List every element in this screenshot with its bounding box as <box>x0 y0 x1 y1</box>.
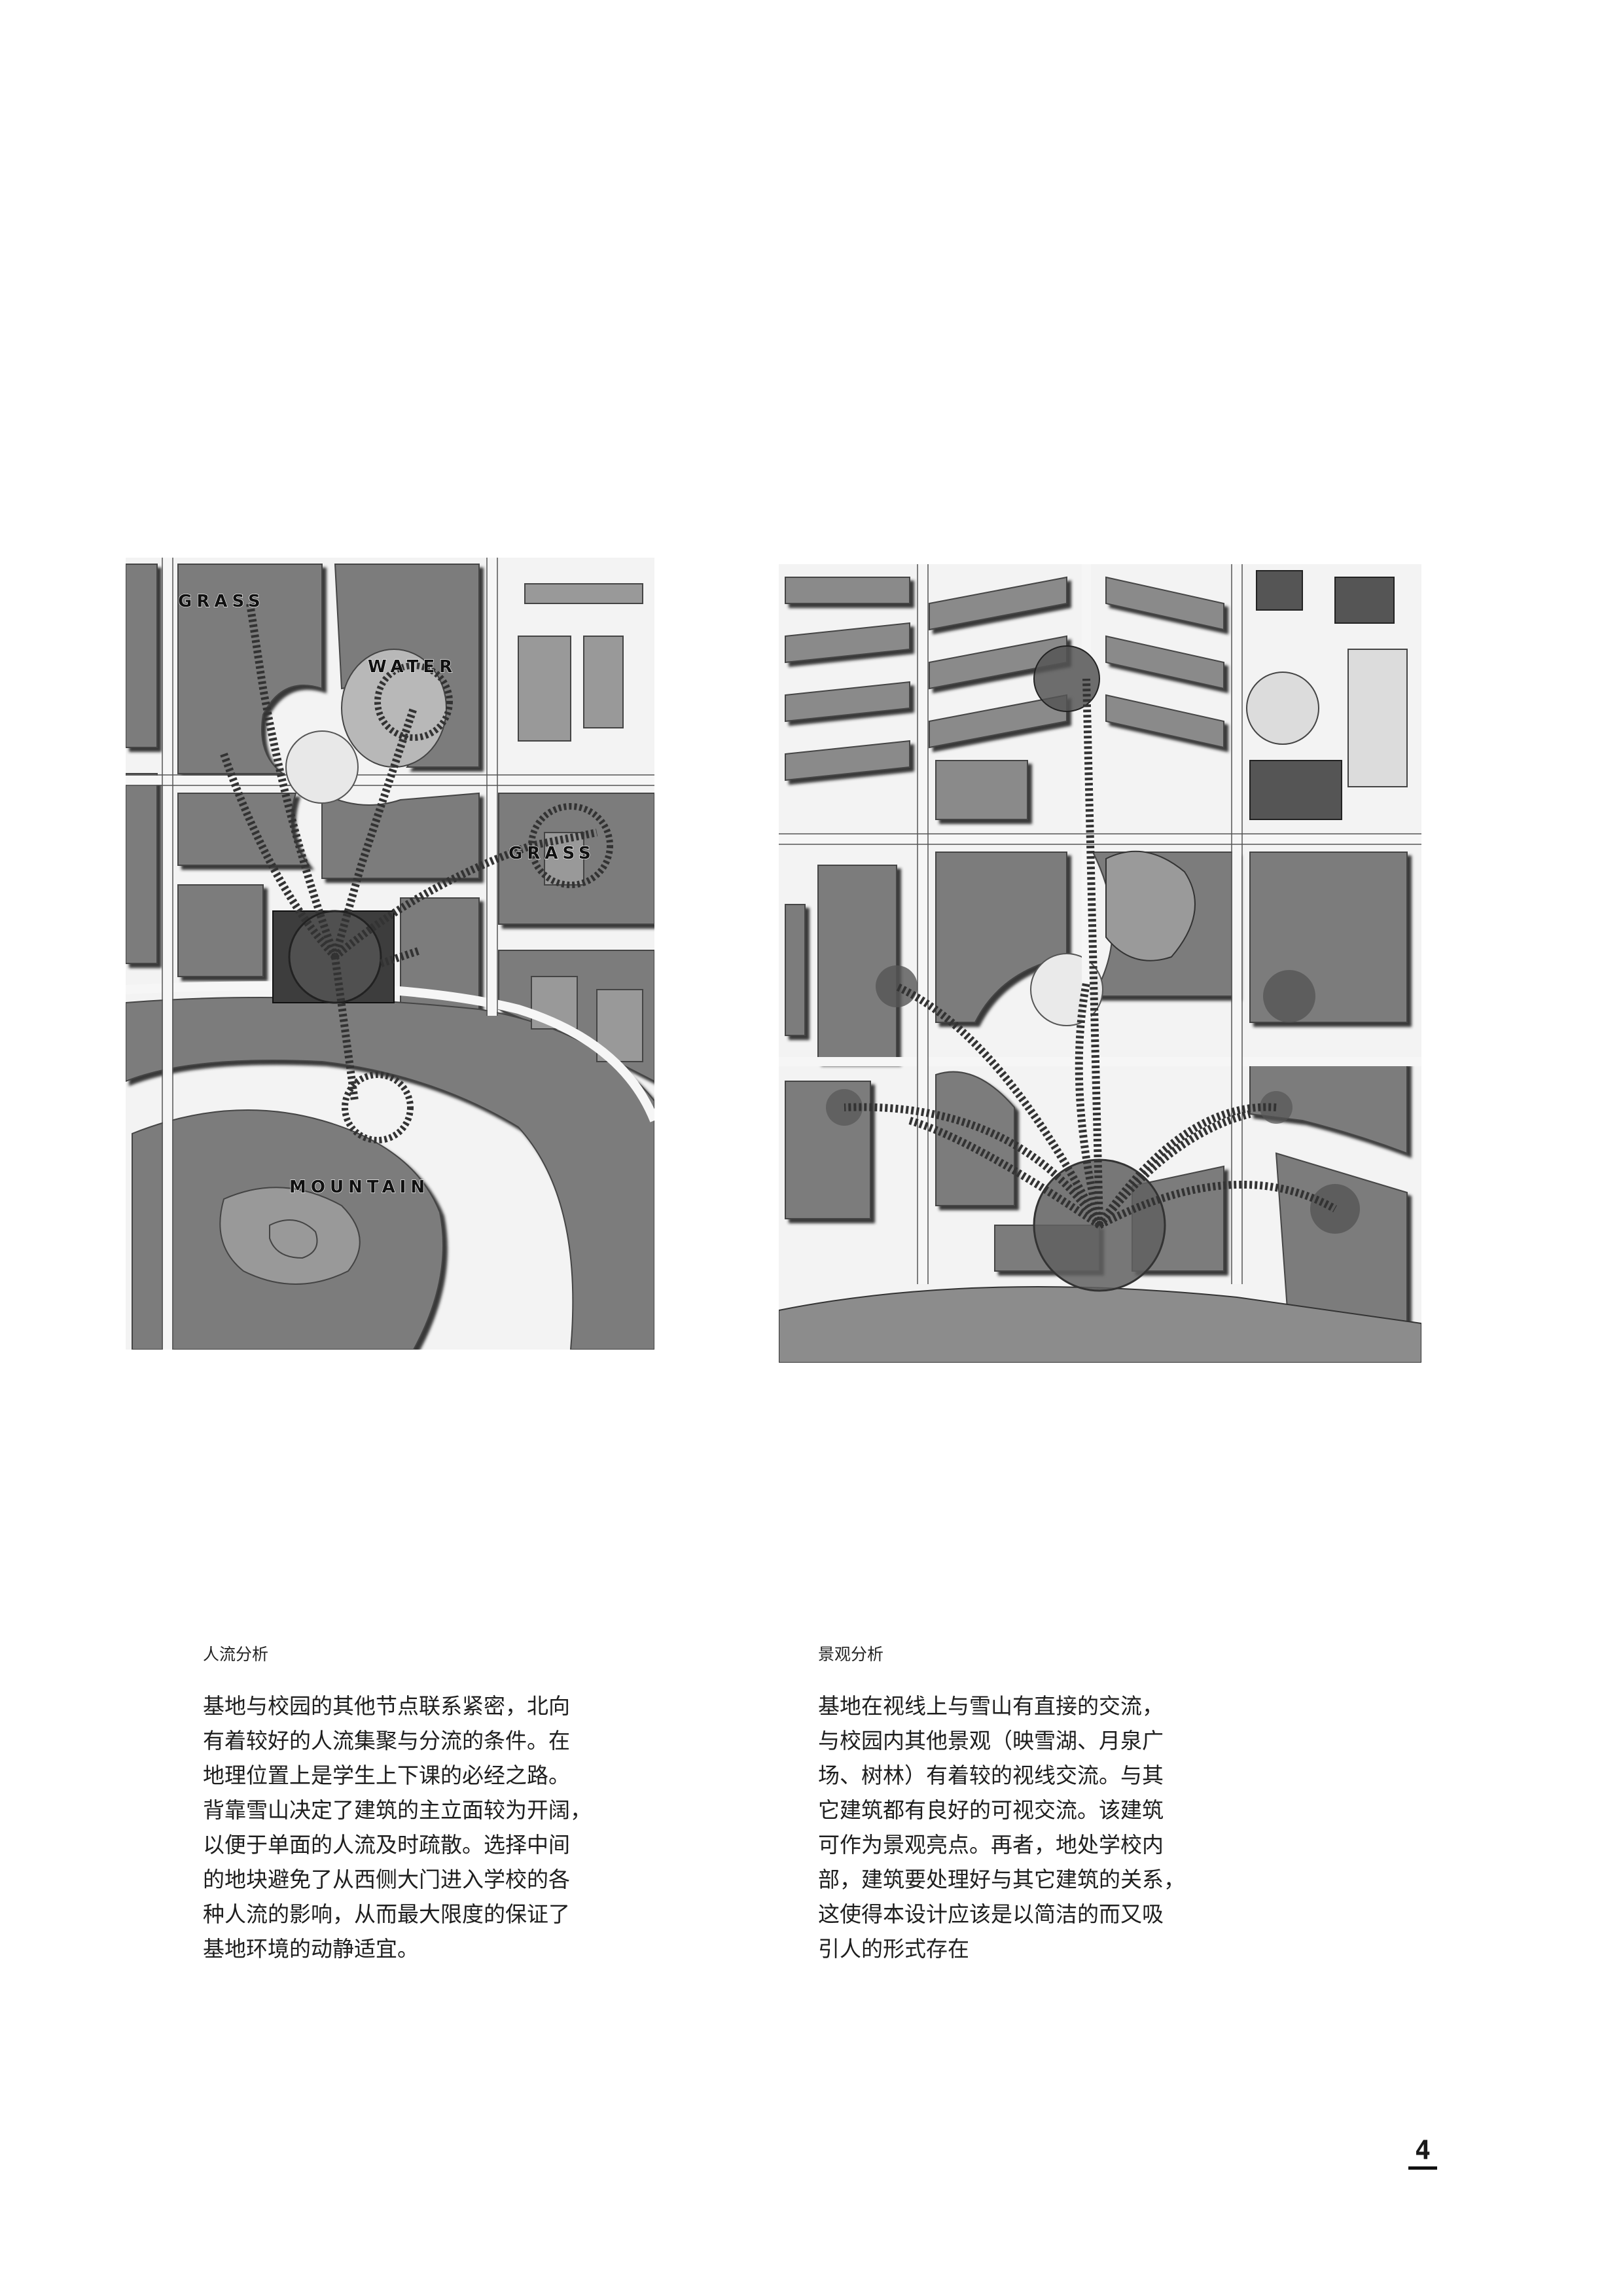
body-line: 的地块避免了从西侧大门进入学校的各 <box>203 1867 570 1892</box>
section-title-landscape: 景观分析 <box>818 1645 884 1664</box>
body-line: 基地环境的动静适宜。 <box>203 1936 419 1962</box>
map-label-grass-north: GRASS <box>178 592 265 611</box>
body-line: 场、树林）有着较的视线交流。与其 <box>818 1763 1164 1788</box>
body-line: 引人的形式存在 <box>818 1936 969 1962</box>
map-label-grass-east: GRASS <box>508 844 596 863</box>
map-label-water: WATER <box>368 657 457 677</box>
map-label-mountain: MOUNTAIN <box>289 1177 429 1197</box>
body-line: 以便于单面的人流及时疏散。选择中间 <box>203 1832 570 1857</box>
body-line: 种人流的影响，从而最大限度的保证了 <box>203 1901 570 1927</box>
body-line: 有着较好的人流集聚与分流的条件。在 <box>203 1728 570 1753</box>
section-body-pedestrian: 基地与校园的其他节点联系紧密，北向 有着较好的人流集聚与分流的条件。在 地理位置… <box>203 1689 592 1966</box>
landscape-view-map <box>779 564 1421 1363</box>
pedestrian-flow-map: GRASS WATER GRASS MOUNTAIN <box>126 558 654 1350</box>
body-line: 背靠雪山决定了建筑的主立面较为开阔， <box>203 1797 592 1823</box>
body-line: 可作为景观亮点。再者，地处学校内 <box>818 1832 1164 1857</box>
body-line: 地理位置上是学生上下课的必经之路。 <box>203 1763 570 1788</box>
section-body-landscape: 基地在视线上与雪山有直接的交流， 与校园内其他景观（映雪湖、月泉广 场、树林）有… <box>818 1689 1185 1966</box>
body-line: 基地与校园的其他节点联系紧密，北向 <box>203 1693 570 1719</box>
page-number: 4 <box>1408 2135 1437 2170</box>
body-line: 基地在视线上与雪山有直接的交流， <box>818 1693 1164 1719</box>
body-line: 部，建筑要处理好与其它建筑的关系， <box>818 1867 1185 1892</box>
body-line: 这使得本设计应该是以简洁的而又吸 <box>818 1901 1164 1927</box>
body-line: 与校园内其他景观（映雪湖、月泉广 <box>818 1728 1164 1753</box>
section-title-pedestrian: 人流分析 <box>203 1645 269 1664</box>
body-line: 它建筑都有良好的可视交流。该建筑 <box>818 1797 1164 1823</box>
